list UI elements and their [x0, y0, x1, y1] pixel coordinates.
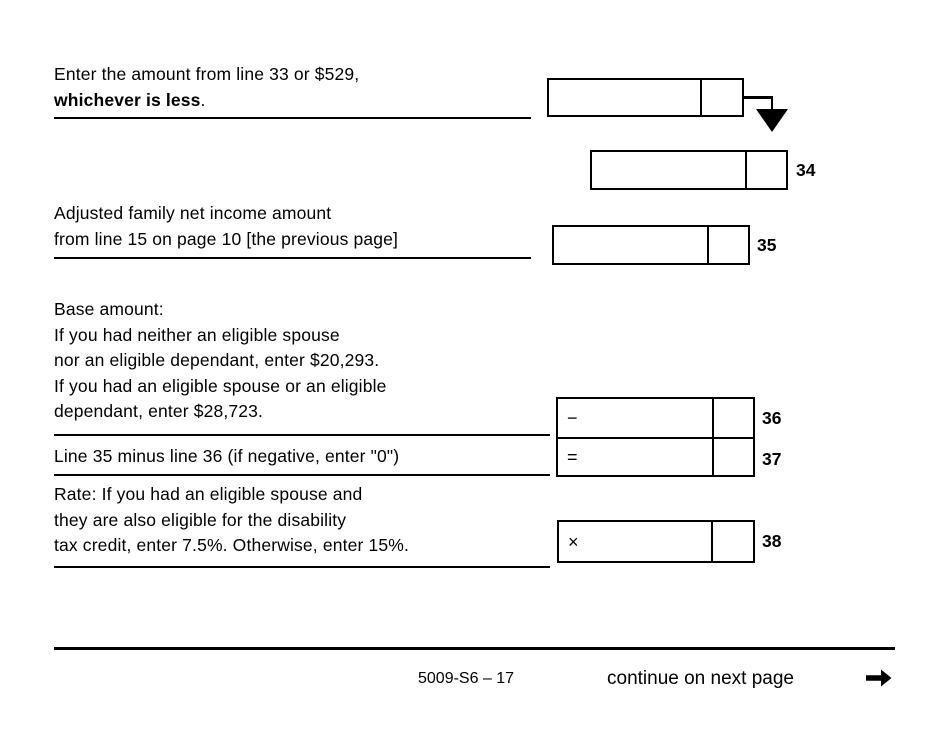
line-37-cents-field[interactable] [714, 439, 753, 475]
line-35-label-line-1: Adjusted family net income amount [54, 203, 332, 223]
arrow-down-icon-stub-horizontal [744, 96, 773, 99]
line-37-label: Line 35 minus line 36 (if negative, ente… [54, 446, 400, 466]
line-35-amount-box[interactable] [552, 225, 750, 265]
line-33-rule [54, 117, 531, 119]
line-38-dollars-field[interactable] [559, 522, 711, 561]
arrow-down-icon [756, 109, 788, 132]
line-36-cents-field[interactable] [714, 399, 753, 437]
line-37-number: 37 [762, 449, 782, 469]
line-36-row[interactable]: − [558, 399, 753, 437]
line-38-label-line-3: tax credit, enter 7.5%. Otherwise, enter… [54, 535, 409, 555]
arrow-right-icon [866, 669, 892, 687]
line-35-number: 35 [757, 235, 777, 255]
lines-36-37-stacked-box[interactable]: − = [556, 397, 755, 477]
line-35-label: Adjusted family net income amount from li… [54, 201, 398, 252]
line-33-label-period: . [200, 89, 206, 110]
lines-36-37-vertical-divider [711, 399, 714, 475]
footer-rule [54, 647, 895, 650]
line-38-label-line-1: Rate: If you had an eligible spouse and [54, 484, 363, 504]
line-33-box-divider [699, 80, 702, 115]
multiply-operator-icon: × [568, 531, 579, 552]
line-35-box-divider [706, 227, 709, 263]
line-34-dollars-field[interactable] [592, 152, 745, 188]
arrow-down-icon-stub-vertical [770, 96, 773, 112]
form-page-label: 5009-S6 – 17 [418, 670, 515, 687]
line-35-cents-field[interactable] [709, 227, 748, 263]
minus-operator-icon: − [567, 408, 578, 428]
line-36-label-line-3: nor an eligible dependant, enter $20,293… [54, 350, 380, 370]
line-34-number: 34 [796, 160, 816, 180]
line-35-label-line-2: from line 15 on page 10 [the previous pa… [54, 228, 399, 249]
carry-forward-arrow [744, 90, 804, 140]
line-38-amount-box[interactable]: × [557, 520, 755, 563]
line-36-label-line-4: If you had an eligible spouse or an elig… [54, 375, 387, 396]
line-37-rule [54, 474, 550, 476]
line-34-box-divider [744, 152, 747, 188]
line-36-label-line-5: dependant, enter $28,723. [54, 401, 264, 421]
equals-operator-icon: = [567, 447, 578, 467]
line-36-label-line-2: If you had neither an eligible spouse [54, 324, 340, 345]
line-35-rule [54, 257, 531, 259]
line-33-dollars-field[interactable] [549, 80, 700, 115]
line-36-number: 36 [762, 408, 782, 428]
line-36-label: Base amount: If you had neither an eligib… [54, 297, 387, 425]
line-33-label-emphasis: whichever is less [54, 89, 201, 110]
line-33-label: Enter the amount from line 33 or $529, wh… [54, 62, 359, 113]
line-37-row[interactable]: = [558, 439, 753, 475]
line-38-box-divider [710, 522, 713, 561]
line-33-cents-field[interactable] [702, 80, 742, 115]
line-33-label-text: Enter the amount from line 33 or $529, [54, 64, 360, 84]
line-37-dollars-field[interactable] [558, 439, 711, 475]
line-38-label-line-2: they are also eligible for the disabilit… [54, 509, 347, 530]
line-34-amount-box[interactable] [590, 150, 788, 190]
line-38-label: Rate: If you had an eligible spouse and t… [54, 482, 409, 559]
line-33-amount-box[interactable] [547, 78, 744, 117]
line-36-label-line-1: Base amount: [54, 299, 164, 319]
line-38-cents-field[interactable] [713, 522, 753, 561]
line-38-number: 38 [762, 531, 782, 551]
lines-36-37-horizontal-divider [558, 436, 753, 439]
line-35-dollars-field[interactable] [554, 227, 707, 263]
line-38-rule [54, 566, 550, 568]
line-34-cents-field[interactable] [747, 152, 786, 188]
continue-next-page-label: continue on next page [607, 668, 794, 689]
line-36-dollars-field[interactable] [558, 399, 711, 437]
line-36-rule [54, 434, 550, 436]
